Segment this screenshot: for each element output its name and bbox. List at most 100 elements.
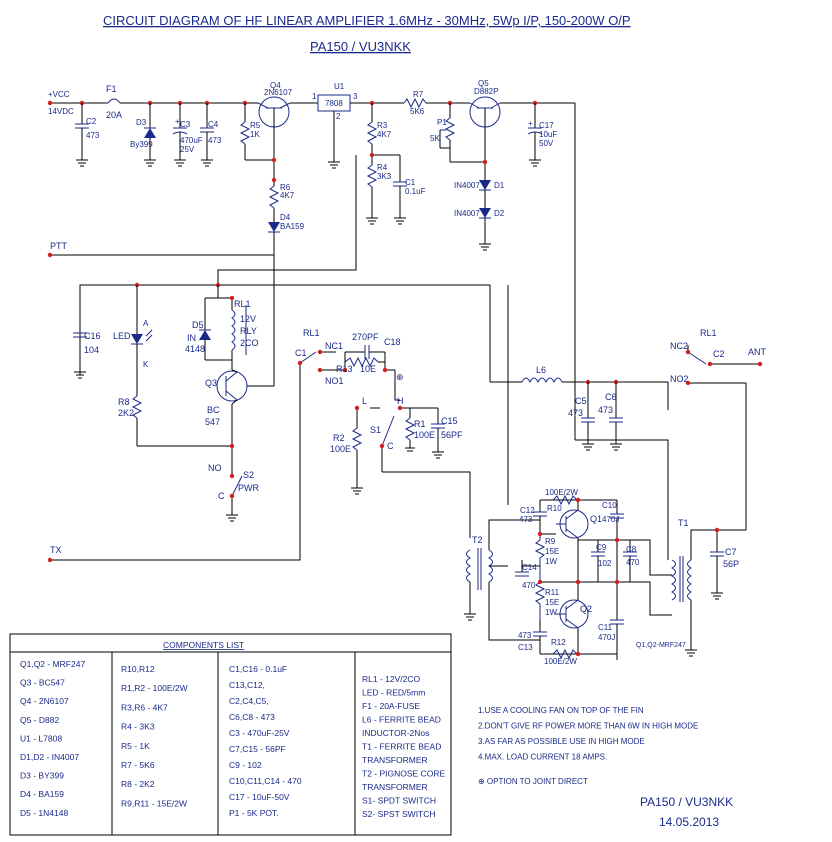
col4-entry: T1 - FERRITE BEAD <box>362 742 441 752</box>
col3-entry: C13,C12, <box>229 680 265 690</box>
diagram-subtitle: PA150 / VU3NKK <box>310 39 411 54</box>
c4-label: C4 <box>208 120 219 129</box>
r13-value: 10E <box>360 364 376 374</box>
capacitor-c17 <box>527 103 543 167</box>
u1-ground <box>328 111 340 169</box>
t1-label: T1 <box>678 518 689 528</box>
r7-label: R7 <box>413 90 424 99</box>
c11-value: 470J <box>598 633 615 642</box>
relay-contact-left <box>299 351 345 371</box>
c8-label: C8 <box>626 545 637 554</box>
d1-label: D1 <box>494 181 505 190</box>
col2-entry: R5 - 1K <box>121 741 150 751</box>
c16-value: 104 <box>84 345 99 355</box>
col4-entry: TRANSFORMER <box>362 755 428 765</box>
col4-entry: T2 - PIGNOSE CORE <box>362 769 445 779</box>
q3-value2: 547 <box>205 417 220 427</box>
fuse-f1-value: 20A <box>106 110 122 120</box>
s2-label: S2 <box>243 470 254 480</box>
d5-value2: 4148 <box>185 344 205 354</box>
c4-value: 473 <box>208 136 222 145</box>
c17-label: C17 <box>539 121 554 130</box>
d3-value: By399 <box>130 140 153 149</box>
col1-entry: D4 - BA159 <box>20 789 64 799</box>
r12-value: 100E/2W <box>544 657 577 666</box>
r13-label: R13 <box>336 364 353 374</box>
rl1-voltage: 12V <box>240 314 256 324</box>
c7-value: 56P <box>723 559 739 569</box>
r8-label: R8 <box>118 397 130 407</box>
c17-value: 10uF <box>539 130 557 139</box>
c14-label: C14 <box>522 563 537 572</box>
note-line: 1.USE A COOLING FAN ON TOP OF THE FIN <box>478 706 644 715</box>
col2-entry: R4 - 3K3 <box>121 722 155 732</box>
components-list-title: COMPONENTS LIST <box>163 640 244 650</box>
r10-label: R10 <box>547 504 562 513</box>
diagram-title: CIRCUIT DIAGRAM OF HF LINEAR AMPLIFIER 1… <box>103 13 631 28</box>
c9-value: 102 <box>598 559 612 568</box>
rl1-type: RLY <box>240 326 257 336</box>
col2-entry: R10,R12 <box>121 664 155 674</box>
c12-label: C12 <box>520 506 535 515</box>
q3-label: Q3 <box>205 378 217 388</box>
col4-entry: S1- SPDT SWITCH <box>362 796 436 806</box>
c3-plus: + <box>175 117 180 126</box>
rl1-contacts: 2CO <box>240 338 259 348</box>
c15-label: C15 <box>441 416 458 426</box>
col1-entry: U1 - L7808 <box>20 733 62 743</box>
design-notes: 1.USE A COOLING FAN ON TOP OF THE FIN2.D… <box>478 706 698 786</box>
q4-label: Q4 <box>270 81 281 90</box>
r1-label: R1 <box>414 419 426 429</box>
col2-entry: R7 - 5K6 <box>121 760 155 770</box>
d1-value: IN4007 <box>454 181 480 190</box>
r3-value: 4K7 <box>377 130 392 139</box>
q3-value: BC <box>207 405 220 415</box>
c15-value: 56PF <box>441 430 463 440</box>
r6-label: R6 <box>280 183 291 192</box>
q5-label: Q5 <box>478 79 489 88</box>
l6-label: L6 <box>536 365 546 375</box>
r11-value: 15E <box>545 598 559 607</box>
transistor-note: Q1,Q2-MRF247 <box>636 642 686 649</box>
col3-entry: C17 - 10uF-50V <box>229 792 290 802</box>
rl1-left-label: RL1 <box>303 328 320 338</box>
note-line: 4.MAX. LOAD CURRENT 18 AMPS. <box>478 753 607 762</box>
c17-voltage: 50V <box>539 139 554 148</box>
r8-value: 2K2 <box>118 408 134 418</box>
transistor-q3 <box>216 255 275 466</box>
r4-label: R4 <box>377 163 388 172</box>
col4-entry: RL1 - 12V/2CO <box>362 674 420 684</box>
fuse-f1-symbol <box>107 98 121 104</box>
s2-no: NO <box>208 463 222 473</box>
r12-label: R12 <box>551 638 566 647</box>
c10-label: C10 <box>602 501 617 510</box>
capacitor-c2 <box>75 103 89 167</box>
col4-entry: S2- SPST SWITCH <box>362 809 436 819</box>
note-line: ⊕ OPTION TO JOINT DIRECT <box>478 777 588 786</box>
transistor-q5 <box>469 96 501 180</box>
col4-entry: F1 - 20A-FUSE <box>362 701 420 711</box>
col1-entry: D3 - BY399 <box>20 771 64 781</box>
col1-entry: Q3 - BC547 <box>20 678 65 688</box>
c2-label: C2 <box>86 117 97 126</box>
rl1-no2: NO2 <box>670 374 689 384</box>
col1-entry: D5 - 1N4148 <box>20 808 68 818</box>
c5-value: 473 <box>568 408 583 418</box>
c6-value: 473 <box>598 405 613 415</box>
tx-line <box>50 363 301 561</box>
rl1-c2: C2 <box>713 349 725 359</box>
col1-entry: D1,D2 - IN4007 <box>20 752 79 762</box>
d3-label: D3 <box>136 118 147 127</box>
col4-entry: TRANSFORMER <box>362 782 428 792</box>
s1-label: S1 <box>370 425 381 435</box>
q2-label: Q2 <box>580 604 592 614</box>
drawing-date: 14.05.2013 <box>659 815 719 829</box>
col2-entry: R8 - 2K2 <box>121 779 155 789</box>
c3-voltage: 25V <box>180 145 195 154</box>
r2-label: R2 <box>333 433 345 443</box>
col4-entry: L6 - FERRITE BEAD <box>362 715 441 725</box>
d4-value: BA159 <box>280 222 305 231</box>
option-marker: ⊕ <box>396 372 404 382</box>
vcc-node <box>47 100 53 106</box>
